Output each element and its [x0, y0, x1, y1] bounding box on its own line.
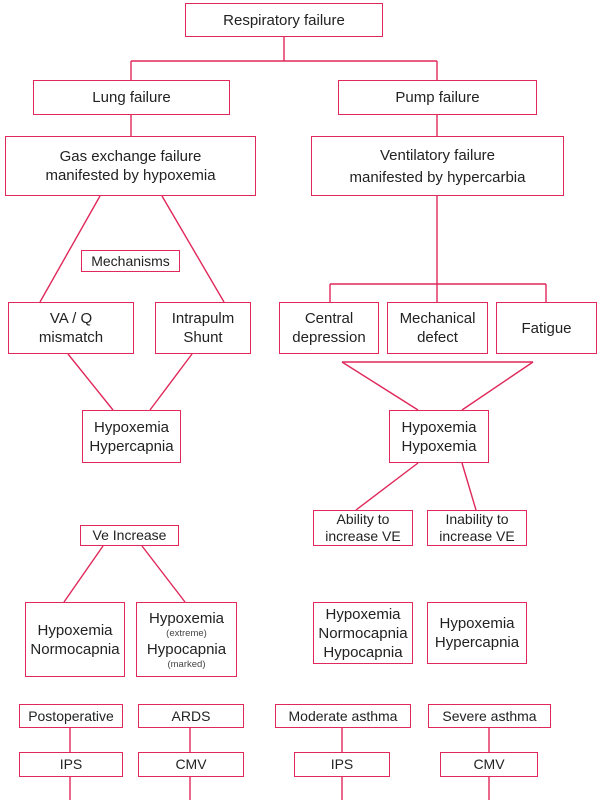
node-label: increase VE [439, 528, 515, 544]
node-pump-failure: Pump failure [338, 80, 537, 115]
node-intrapulm-shunt: Intrapulm Shunt [155, 302, 251, 354]
node-hypoxemia-normocapnia: Hypoxemia Normocapnia [25, 602, 125, 677]
node-moderate-asthma: Moderate asthma [275, 704, 411, 728]
node-hypoxemia-normocapnia-hypocapnia: Hypoxemia Normocapnia Hypocapnia [313, 602, 413, 664]
node-ability-to-increase-ve: Ability to increase VE [313, 510, 413, 546]
node-label: Pump failure [395, 89, 480, 106]
node-label: Ventilatory failure [379, 146, 496, 164]
node-label: increase VE [325, 528, 401, 544]
node-label: Central [304, 310, 354, 327]
node-label: Moderate asthma [288, 707, 398, 724]
node-label: Ve Increase [92, 527, 167, 543]
node-label: Mechanical [399, 310, 476, 327]
node-label: Ability to [336, 511, 390, 527]
node-label: VA / Q [49, 310, 93, 327]
node-label: CMV [473, 756, 505, 772]
node-gas-exchange-failure: Gas exchange failure manifested by hypox… [5, 136, 256, 196]
node-label: Normocapnia [30, 640, 120, 658]
node-label: Hypoxemia [439, 615, 515, 632]
node-ards: ARDS [138, 704, 244, 728]
node-label: defect [417, 329, 458, 346]
node-note: (extreme) [166, 627, 207, 639]
node-cmv-left: CMV [138, 752, 244, 777]
node-label: IPS [330, 756, 354, 772]
node-hypoxemia-hypercapnia-right: Hypoxemia Hypercapnia [427, 602, 527, 664]
node-inability-to-increase-ve: Inability to increase VE [427, 510, 527, 546]
node-label: Hypoxemia [401, 418, 477, 436]
node-label: Lung failure [92, 89, 171, 106]
node-lung-failure: Lung failure [33, 80, 230, 115]
node-ve-increase: Ve Increase [80, 525, 179, 546]
node-label: Hypoxemia [325, 605, 401, 623]
node-label: Hypercapnia [89, 437, 174, 455]
node-hypoxemia-hypoxemia-right: Hypoxemia Hypoxemia [389, 410, 489, 463]
node-label: Shunt [183, 329, 223, 346]
node-label: manifested by hypercarbia [349, 168, 526, 186]
node-label: Hypoxemia [93, 418, 170, 436]
node-label: Fatigue [521, 319, 572, 337]
node-mechanisms: Mechanisms [81, 250, 180, 272]
node-respiratory-failure: Respiratory failure [185, 3, 383, 37]
node-label: Hypocapnia [146, 640, 227, 658]
node-hypoxemia-hypercapnia-left: Hypoxemia Hypercapnia [82, 410, 181, 463]
node-ventilatory-failure: Ventilatory failure manifested by hyperc… [311, 136, 564, 196]
node-label: manifested by hypoxemia [45, 167, 216, 184]
node-ips-right: IPS [294, 752, 390, 777]
node-postoperative: Postoperative [19, 704, 123, 728]
node-label: Hypoxemia [148, 609, 225, 627]
node-severe-asthma: Severe asthma [428, 704, 551, 728]
node-central-depression: Central depression [279, 302, 379, 354]
node-label: ARDS [171, 707, 211, 724]
node-label: depression [292, 329, 366, 346]
node-label: Intrapulm [171, 310, 235, 327]
node-label: Gas exchange failure [59, 148, 202, 165]
node-label: Postoperative [28, 707, 114, 724]
node-vaq-mismatch: VA / Q mismatch [8, 302, 134, 354]
node-label: Hypocapnia [323, 643, 403, 661]
node-label: Normocapnia [318, 624, 408, 642]
node-fatigue: Fatigue [496, 302, 597, 354]
node-ips-left: IPS [19, 752, 123, 777]
node-label: Hypoxemia [401, 437, 477, 455]
node-label: Severe asthma [442, 707, 537, 724]
node-label: mismatch [38, 329, 104, 346]
node-label: Inability to [445, 511, 509, 527]
node-label: IPS [59, 756, 83, 772]
node-label: Hypercapnia [434, 634, 520, 651]
node-label: CMV [175, 756, 207, 772]
node-hypoxemia-extreme-hypocapnia-marked: Hypoxemia (extreme) Hypocapnia (marked) [136, 602, 237, 677]
node-label: Hypoxemia [37, 621, 113, 639]
node-label: Mechanisms [91, 252, 170, 269]
node-note: (marked) [167, 658, 206, 670]
node-cmv-right: CMV [440, 752, 538, 777]
node-mechanical-defect: Mechanical defect [387, 302, 488, 354]
node-label: Respiratory failure [223, 11, 345, 29]
